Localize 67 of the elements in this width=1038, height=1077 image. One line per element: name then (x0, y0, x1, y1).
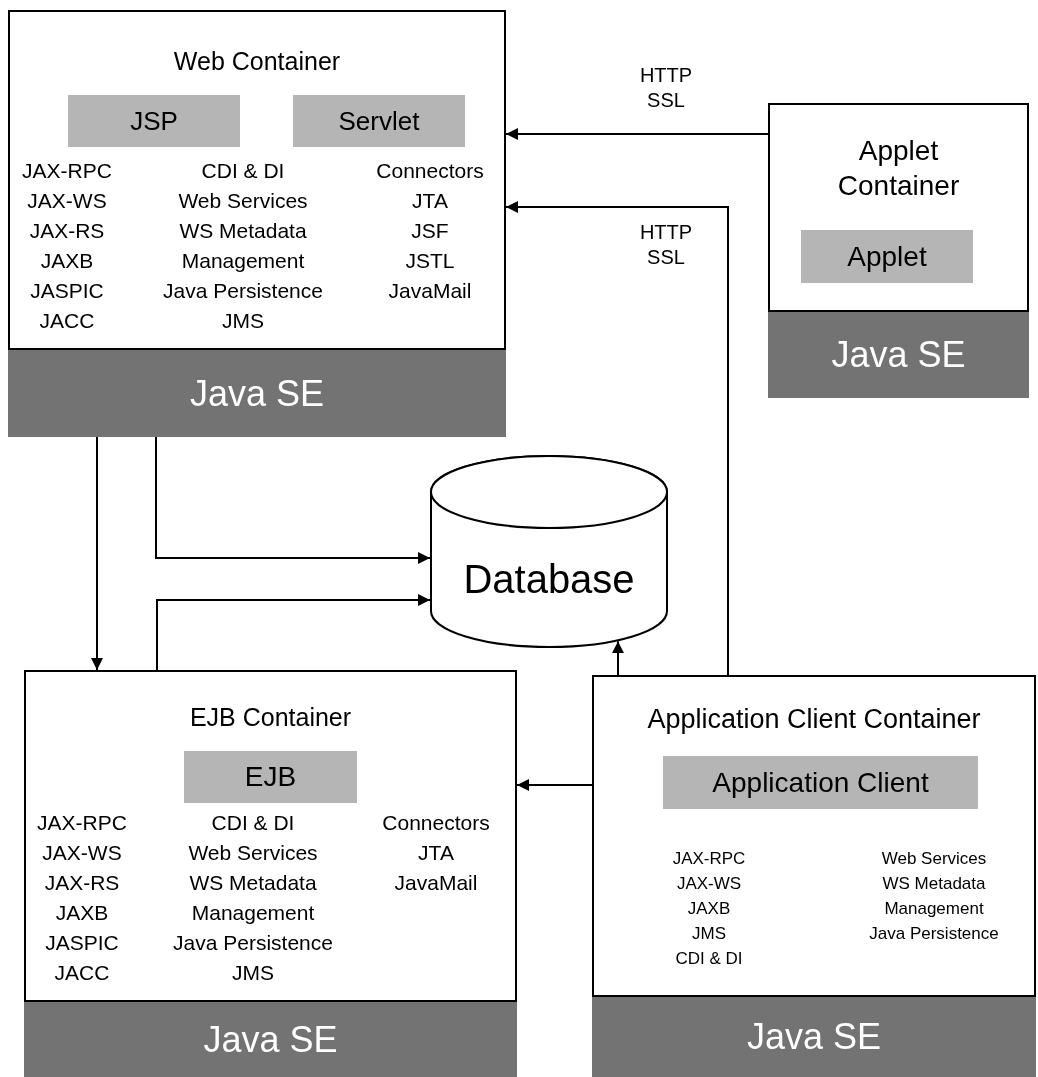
api-name: JAXB (40, 250, 94, 271)
api-name: JAXB (687, 900, 731, 917)
api-name: CDI & DI (201, 160, 285, 181)
api-name: Connectors (376, 160, 484, 181)
arrow (516, 779, 593, 791)
api-name: JAX-RS (29, 220, 105, 241)
component-box: JSP (68, 95, 240, 147)
api-name: Java Persistence (173, 932, 333, 953)
container-title: Application Client Container (647, 703, 981, 736)
api-name: JAX-RPC (37, 812, 127, 833)
platform-band: Java SE (768, 310, 1029, 398)
api-name: Java Persistence (869, 925, 999, 942)
api-name: JAX-RPC (22, 160, 112, 181)
arrow (505, 201, 729, 676)
api-name: JACC (54, 962, 110, 983)
component-box: Servlet (293, 95, 465, 147)
api-name: JavaMail (388, 280, 472, 301)
api-name: JAXB (55, 902, 109, 923)
api-name: JAX-RS (44, 872, 120, 893)
api-name: Java Persistence (163, 280, 323, 301)
arrow (505, 128, 769, 140)
api-name: JAX-WS (676, 875, 742, 892)
api-name: JAX-RPC (672, 850, 746, 867)
container-box (592, 675, 1036, 1077)
api-name: JMS (692, 925, 726, 942)
api-name: WS Metadata (189, 872, 317, 893)
component-box: Applet (801, 230, 973, 283)
container-title: EJB Container (189, 702, 352, 733)
api-name: JMS (232, 962, 274, 983)
api-name: JTA (412, 190, 448, 211)
component-box: Application Client (663, 756, 978, 809)
api-name: Connectors (382, 812, 490, 833)
container-box (24, 670, 517, 1077)
api-name: JSTL (405, 250, 455, 271)
api-name: Management (181, 250, 305, 271)
api-name: JASPIC (45, 932, 119, 953)
arrow (155, 436, 431, 564)
container-box (8, 10, 506, 437)
api-name: JAX-WS (27, 190, 107, 211)
platform-band: Java SE (8, 348, 506, 437)
api-name: JAX-WS (42, 842, 122, 863)
container-title: Applet Container (836, 134, 961, 203)
api-name: Web Services (178, 190, 308, 211)
api-name: Management (191, 902, 315, 923)
container-title: Web Container (173, 46, 341, 77)
api-name: JTA (418, 842, 454, 863)
api-name: Web Services (881, 850, 987, 867)
database-cylinder (430, 455, 668, 648)
platform-band: Java SE (24, 1000, 517, 1077)
api-name: CDI & DI (211, 812, 295, 833)
api-name: JMS (222, 310, 264, 331)
api-name: CDI & DI (675, 950, 743, 967)
api-name: Web Services (188, 842, 318, 863)
api-name: JavaMail (394, 872, 478, 893)
arrow (91, 436, 103, 671)
api-name: JASPIC (30, 280, 104, 301)
api-name: WS Metadata (882, 875, 986, 892)
database-label: Database (463, 559, 635, 599)
container-box (768, 103, 1029, 398)
api-name: JACC (39, 310, 95, 331)
api-name: WS Metadata (179, 220, 307, 241)
arrow (612, 640, 624, 676)
api-name: Management (884, 900, 984, 917)
component-box: EJB (184, 751, 357, 803)
arrow (156, 594, 431, 671)
platform-band: Java SE (592, 995, 1036, 1077)
api-name: JSF (411, 220, 449, 241)
